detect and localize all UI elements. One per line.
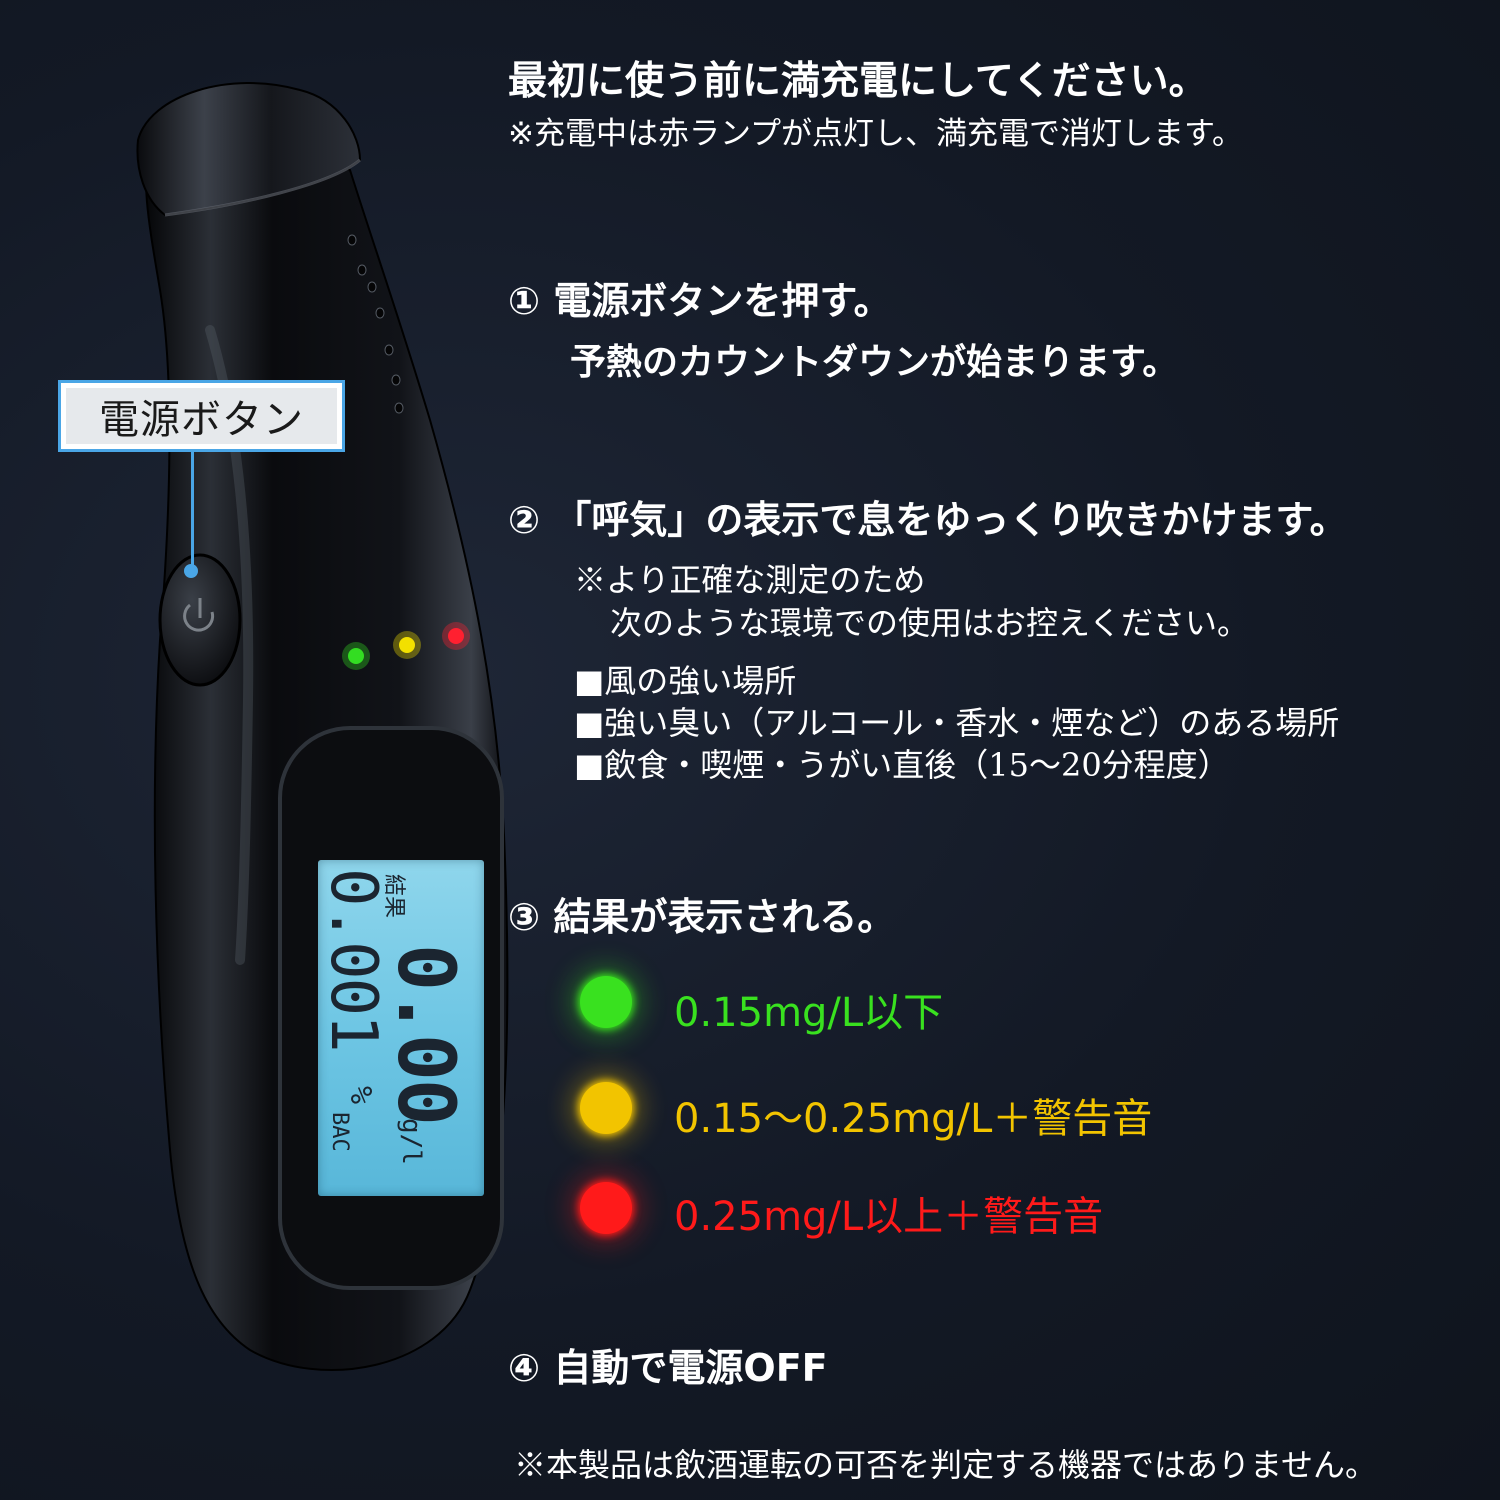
lcd-screen: 結果 0.00 g/l 0.001 % BAC bbox=[316, 860, 484, 1196]
list-item: ■風の強い場所 bbox=[574, 662, 797, 700]
list-item: ■強い臭い（アルコール・香水・煙など）のある場所 bbox=[574, 704, 1340, 742]
device-vents bbox=[347, 234, 404, 414]
device-mouthpiece bbox=[136, 82, 362, 217]
lcd-sub-reading: 0.001 bbox=[316, 868, 390, 1051]
result-label-red: 0.25mg/L以上＋警告音 bbox=[674, 1194, 1104, 1240]
lcd-main-reading: 0.00 bbox=[380, 944, 470, 1124]
step-4-title: ④ 自動で電源OFF bbox=[508, 1346, 828, 1390]
result-indicator-yellow bbox=[580, 1082, 632, 1134]
step-1-title: ① 電源ボタンを押す。 bbox=[508, 279, 892, 323]
lcd-bac-unit: BAC bbox=[327, 1112, 352, 1152]
footer-disclaimer: ※本製品は飲酒運転の可否を判定する機器ではありません。 bbox=[514, 1446, 1378, 1484]
result-indicator-red bbox=[580, 1182, 632, 1234]
step-3-title: ③ 結果が表示される。 bbox=[508, 895, 896, 939]
step-1-subtitle: 予熱のカウントダウンが始まります。 bbox=[570, 342, 1179, 383]
device-seam bbox=[164, 158, 361, 217]
callout-leader-line bbox=[191, 452, 194, 570]
power-button-callout: 電源ボタン bbox=[58, 380, 345, 452]
intro-note: ※充電中は赤ランプが点灯し、満充電で消灯します。 bbox=[508, 116, 1243, 152]
result-label-yellow: 0.15〜0.25mg/L＋警告音 bbox=[674, 1096, 1153, 1142]
power-symbol bbox=[183, 603, 215, 632]
lcd-main-unit: g/l bbox=[396, 1118, 426, 1165]
power-button-shape bbox=[158, 553, 242, 687]
callout-leader-dot bbox=[184, 564, 198, 578]
result-label-green: 0.15mg/L以下 bbox=[674, 990, 944, 1036]
led-red bbox=[448, 628, 464, 644]
status-leds bbox=[342, 622, 470, 670]
power-button-callout-label: 電源ボタン bbox=[66, 388, 337, 444]
result-indicator-green bbox=[580, 976, 632, 1028]
intro-title: 最初に使う前に満充電にしてください。 bbox=[508, 59, 1208, 104]
list-item: ■飲食・喫煙・うがい直後（15〜20分程度） bbox=[574, 746, 1230, 784]
lcd-sub-unit: % bbox=[343, 1086, 378, 1105]
step-2-note-1: ※より正確な測定のため bbox=[574, 561, 926, 599]
led-green bbox=[348, 648, 364, 664]
step-2-note-2: 次のような環境での使用はお控えください。 bbox=[610, 604, 1250, 642]
step-2-title: ② 「呼気」の表示で息をゆっくり吹きかけます。 bbox=[508, 498, 1348, 542]
led-yellow bbox=[399, 637, 415, 653]
